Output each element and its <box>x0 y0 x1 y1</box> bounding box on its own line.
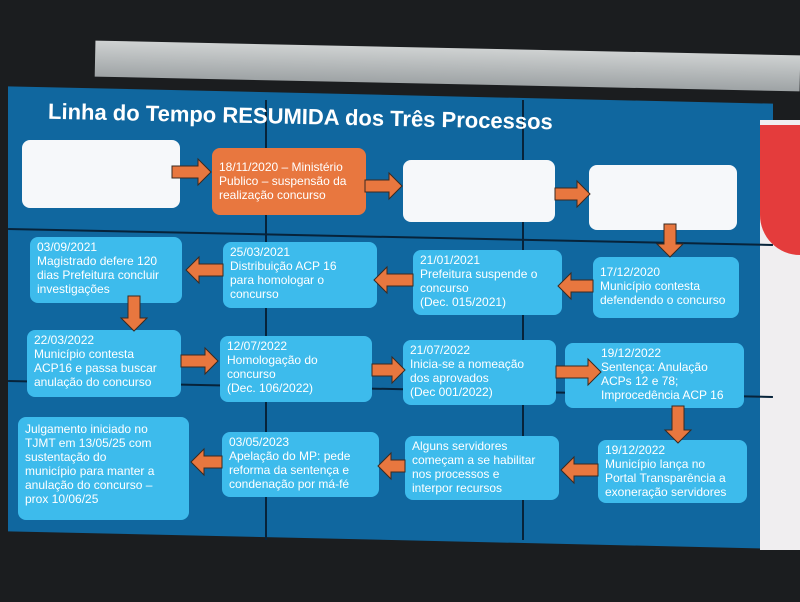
box-text-line: começam a se habilitar <box>412 453 536 467</box>
box-text-line: Magistrado defere 120 <box>37 254 158 268</box>
box-text-line: investigações <box>37 282 110 296</box>
box-text-line: concurso <box>230 287 279 301</box>
box-text-line: 03/05/2023 <box>229 435 290 449</box>
box-text-line: nos processos e <box>412 467 500 481</box>
box-text-line: prox 10/06/25 <box>25 492 99 506</box>
box-text-line: concurso <box>227 367 276 381</box>
box-text-line: 12/07/2022 <box>227 339 288 353</box>
arrow-left-icon <box>185 255 224 285</box>
arrow-left-icon <box>557 271 594 301</box>
box-text-line: anulação do concurso <box>34 375 152 389</box>
box-text-line: dias Prefeitura concluir <box>37 268 160 282</box>
box-text-line: 21/01/2021 <box>420 253 481 267</box>
box-text-line: TJMT em 13/05/25 com <box>25 436 152 450</box>
box-text-line: para homologar o <box>230 273 325 287</box>
arrow-right-icon <box>364 171 403 201</box>
arrow-left-icon <box>190 447 223 477</box>
box-text-line: Município contesta <box>600 279 701 293</box>
blank-box <box>403 160 555 222</box>
display-seam <box>265 100 267 540</box>
box-text-line: defendendo o concurso <box>600 293 726 307</box>
blank-box <box>589 165 737 230</box>
box-text-line: município para manter a <box>25 464 155 478</box>
box-text-line: (Dec. 015/2021) <box>420 295 507 309</box>
box-text-line: Sentença: Anulação <box>601 360 708 374</box>
box-text-line: Município contesta <box>34 347 135 361</box>
arrow-right-icon <box>555 357 602 387</box>
box-text-line: realização concurso <box>219 188 326 202</box>
box-text-line: Publico – suspensão da <box>219 174 347 188</box>
arrow-left-icon <box>560 455 599 485</box>
box-text-line: 17/12/2020 <box>600 265 661 279</box>
blank-box <box>22 140 180 208</box>
box-text-line: sustentação do <box>25 450 107 464</box>
arrow-down-icon <box>655 223 685 258</box>
box-text-line: 19/12/2022 <box>605 443 666 457</box>
box-text-line: concurso <box>420 281 469 295</box>
arrow-right-icon <box>171 157 212 187</box>
arrow-right-icon <box>371 355 406 385</box>
box-text-line: interpor recursos <box>412 481 503 495</box>
arrow-left-icon <box>377 451 406 481</box>
box-text-line: 25/03/2021 <box>230 245 291 259</box>
box-text-line: 03/09/2021 <box>37 240 98 254</box>
box-text-line: 19/12/2022 <box>601 346 662 360</box>
box-text-line: Homologação do <box>227 353 318 367</box>
box-text-line: ACPs 12 e 78; <box>601 374 679 388</box>
box-text-line: 21/07/2022 <box>410 343 471 357</box>
box-text-line: 22/03/2022 <box>34 333 95 347</box>
box-text-line: condenação por má-fé <box>229 477 350 491</box>
box-text-line: Portal Transparência a <box>605 471 726 485</box>
box-text-line: Improcedência ACP 16 <box>601 388 724 402</box>
box-text-line: ACP16 e passa buscar <box>34 361 157 375</box>
display-seam <box>522 100 524 540</box>
arrow-left-icon <box>373 265 414 295</box>
box-text-line: Julgamento iniciado no <box>25 422 148 436</box>
box-text-line: exoneração servidores <box>605 485 727 499</box>
arrow-down-icon <box>663 405 693 444</box>
arrow-down-icon <box>119 295 149 332</box>
box-text-line: reforma da sentença e <box>229 463 350 477</box>
box-text-line: anulação do concurso – <box>25 478 153 492</box>
box-text-line: (Dec 001/2022) <box>410 385 493 399</box>
box-text-line: Prefeitura suspende o <box>420 267 538 281</box>
box-text-line: dos aprovados <box>410 371 489 385</box>
box-text-line: Município lança no <box>605 457 706 471</box>
box-text-line: (Dec. 106/2022) <box>227 381 314 395</box>
box-text-line: Apelação do MP: pede <box>229 449 351 463</box>
box-text-line: 18/11/2020 – Ministério <box>219 160 343 174</box>
arrow-right-icon <box>554 179 591 209</box>
box-text-line: Inicia-se a nomeação <box>410 357 525 371</box>
box-text-line: Distribuição ACP 16 <box>230 259 337 273</box>
arrow-right-icon <box>180 346 219 376</box>
box-text-line: Alguns servidores <box>412 439 508 453</box>
adjacent-screen-logo <box>760 125 800 255</box>
